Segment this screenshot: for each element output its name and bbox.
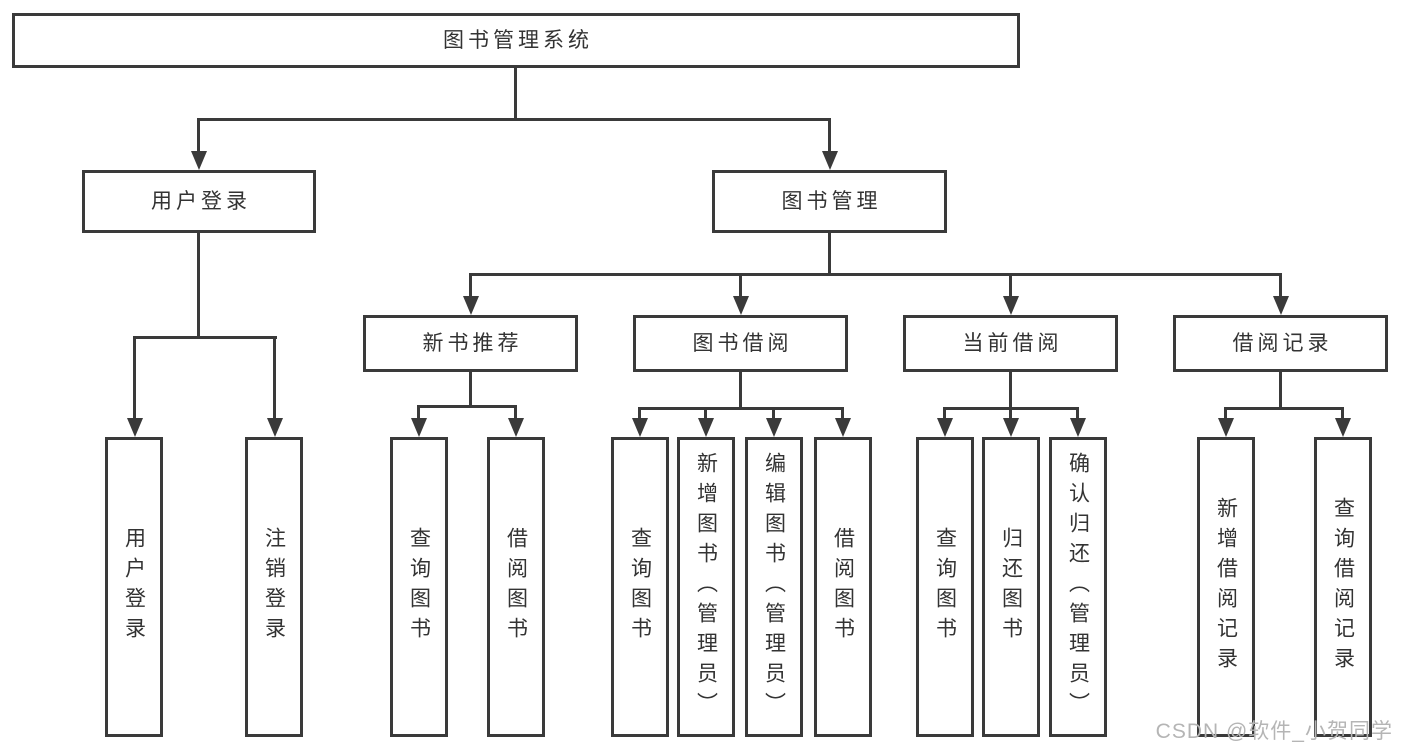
leaf-newbook-query-label: 查询图书 xyxy=(407,527,431,647)
arrow-to-book-borrow xyxy=(732,273,749,315)
arrow-to-leaf-bb-borrow xyxy=(834,407,851,437)
connector-level2-branch xyxy=(197,118,831,121)
leaf-borrow-query: 查询图书 xyxy=(611,437,669,737)
node-new-book-recommend-label: 新书推荐 xyxy=(422,332,523,355)
leaf-records-query-label: 查询借阅记录 xyxy=(1331,497,1355,677)
leaf-current-query-label: 查询图书 xyxy=(933,527,957,647)
leaf-current-confirm-return: 确认归还（管理员） xyxy=(1049,437,1107,737)
leaf-borrow-add-book: 新增图书（管理员） xyxy=(677,437,735,737)
leaf-borrow-add-book-label: 新增图书（管理员） xyxy=(694,452,718,722)
leaf-records-add: 新增借阅记录 xyxy=(1197,437,1255,737)
connector-book-mgmt-drop xyxy=(828,233,831,273)
arrow-to-borrow-records xyxy=(1272,273,1289,315)
leaf-current-confirm-return-label: 确认归还（管理员） xyxy=(1066,452,1090,722)
connector-level3-branch xyxy=(469,273,1282,276)
connector-user-login-drop xyxy=(197,233,200,336)
connector-new-books-branch xyxy=(417,405,517,408)
node-library-system: 图书管理系统 xyxy=(12,13,1020,68)
arrow-to-leaf-cb-return xyxy=(1002,407,1019,437)
arrow-to-leaf-bb-query xyxy=(631,407,648,437)
node-user-login-label: 用户登录 xyxy=(151,190,251,213)
arrow-to-leaf-br-query xyxy=(1334,407,1351,437)
leaf-current-return: 归还图书 xyxy=(982,437,1040,737)
node-current-borrow: 当前借阅 xyxy=(903,315,1118,372)
connector-new-books-drop xyxy=(469,372,472,405)
leaf-user-login: 用户登录 xyxy=(105,437,163,737)
leaf-borrow-borrow-book: 借阅图书 xyxy=(814,437,872,737)
node-book-borrow: 图书借阅 xyxy=(633,315,848,372)
node-borrow-records: 借阅记录 xyxy=(1173,315,1388,372)
leaf-newbook-borrow: 借阅图书 xyxy=(487,437,545,737)
connector-borrow-records-branch xyxy=(1224,407,1344,410)
arrow-to-leaf-logout xyxy=(266,336,283,437)
leaf-borrow-borrow-book-label: 借阅图书 xyxy=(831,527,855,647)
node-book-management: 图书管理 xyxy=(712,170,947,233)
leaf-current-query: 查询图书 xyxy=(916,437,974,737)
arrow-to-new-books xyxy=(462,273,479,315)
leaf-logout-label: 注销登录 xyxy=(262,527,286,647)
node-book-management-label: 图书管理 xyxy=(781,190,882,213)
leaf-records-query: 查询借阅记录 xyxy=(1314,437,1372,737)
leaf-borrow-edit-book: 编辑图书（管理员） xyxy=(745,437,803,737)
node-user-login: 用户登录 xyxy=(82,170,316,233)
leaf-user-login-label: 用户登录 xyxy=(122,527,146,647)
leaf-newbook-query: 查询图书 xyxy=(390,437,448,737)
node-library-system-label: 图书管理系统 xyxy=(443,29,593,52)
arrow-to-leaf-user-login xyxy=(126,336,143,437)
node-book-borrow-label: 图书借阅 xyxy=(692,332,793,355)
arrow-to-leaf-nb-borrow xyxy=(507,405,524,437)
connector-user-login-branch xyxy=(133,336,277,339)
node-current-borrow-label: 当前借阅 xyxy=(962,332,1063,355)
arrow-to-leaf-cb-query xyxy=(936,407,953,437)
connector-current-borrow-drop xyxy=(1009,372,1012,407)
leaf-newbook-borrow-label: 借阅图书 xyxy=(504,527,528,647)
leaf-borrow-edit-book-label: 编辑图书（管理员） xyxy=(762,452,786,722)
connector-borrow-records-drop xyxy=(1279,372,1282,407)
arrow-to-leaf-bb-add xyxy=(697,407,714,437)
node-new-book-recommend: 新书推荐 xyxy=(363,315,578,372)
arrow-to-user-login xyxy=(190,118,207,170)
arrow-to-leaf-cb-confirm xyxy=(1069,407,1086,437)
leaf-borrow-query-label: 查询图书 xyxy=(628,527,652,647)
arrow-to-leaf-nb-query xyxy=(410,405,427,437)
node-borrow-records-label: 借阅记录 xyxy=(1232,332,1333,355)
arrow-to-current-borrow xyxy=(1002,273,1019,315)
arrow-to-book-mgmt xyxy=(821,118,838,170)
leaf-logout: 注销登录 xyxy=(245,437,303,737)
connector-book-borrow-branch xyxy=(638,407,844,410)
leaf-records-add-label: 新增借阅记录 xyxy=(1214,497,1238,677)
arrow-to-leaf-br-add xyxy=(1217,407,1234,437)
connector-root-drop xyxy=(514,68,517,118)
arrow-to-leaf-bb-edit xyxy=(765,407,782,437)
connector-book-borrow-drop xyxy=(739,372,742,407)
leaf-current-return-label: 归还图书 xyxy=(999,527,1023,647)
csdn-watermark: CSDN @软件_小贺同学 xyxy=(1155,720,1393,743)
